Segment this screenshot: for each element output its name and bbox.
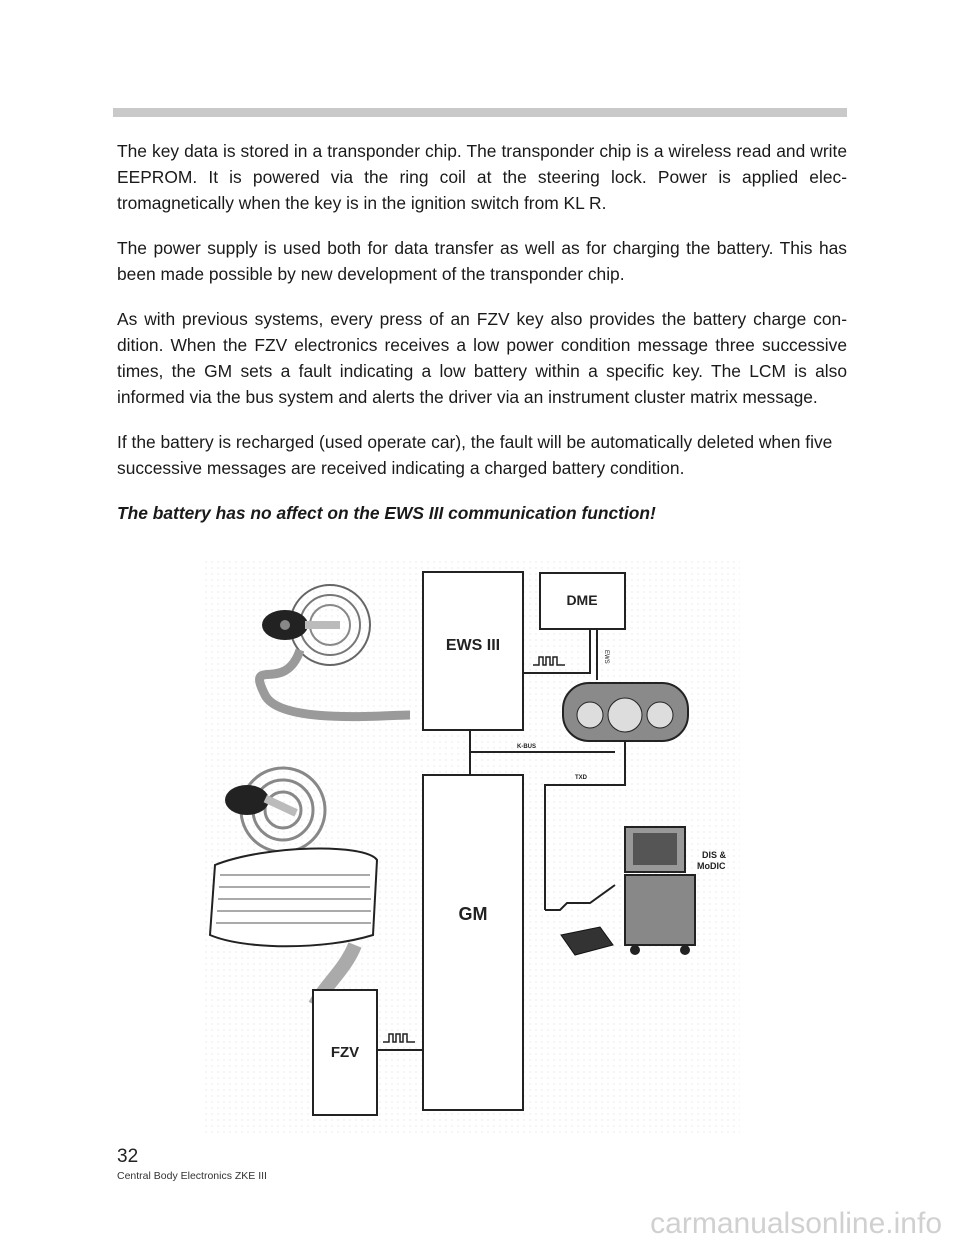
dme-label: DME [566, 592, 597, 608]
emphasis-note: The battery has no affect on the EWS III… [117, 503, 656, 523]
paragraph-4: If the battery is recharged (used operat… [117, 432, 833, 478]
page-number: 32 [117, 1146, 139, 1167]
txd-label: TXD [575, 775, 588, 781]
watermark: carmanualsonline.info [650, 1207, 942, 1240]
paragraph-2: The power supply is used both for data t… [117, 238, 847, 284]
fzv-module [312, 989, 378, 1116]
dis-modic-tester-icon [624, 826, 696, 955]
fzv-signal-waveform [383, 1033, 415, 1043]
ignition-key-icon [262, 610, 340, 640]
body-text: The key data is stored in a transponder … [117, 138, 847, 526]
modic-handset-icon [560, 926, 614, 956]
fzv-label: FZV [331, 1044, 359, 1061]
dis-label: DIS & [702, 850, 727, 860]
ews-module [422, 571, 524, 731]
ews-dme-line [523, 629, 591, 674]
paragraph-1: The key data is stored in a transponder … [117, 141, 847, 213]
gm-module [422, 774, 524, 1111]
tester-cable [545, 884, 616, 911]
kbus-label: K-BUS [517, 744, 536, 750]
system-diagram: EWS III DME EWS K-BUS TXD GM [205, 555, 740, 1135]
ews-label: EWS III [446, 637, 500, 654]
dme-module [539, 572, 626, 630]
ews-link-label: EWS [603, 650, 609, 664]
modic-label: MoDIC [697, 861, 726, 871]
gm-label: GM [459, 904, 488, 924]
txd-line [544, 741, 626, 910]
footer-title: Central Body Electronics ZKE III [117, 1170, 267, 1182]
ews-signal-waveform [533, 656, 565, 666]
header-rule [113, 108, 847, 117]
paragraph-3: As with previous systems, every press of… [117, 309, 847, 407]
instrument-cluster-icon [562, 682, 689, 742]
